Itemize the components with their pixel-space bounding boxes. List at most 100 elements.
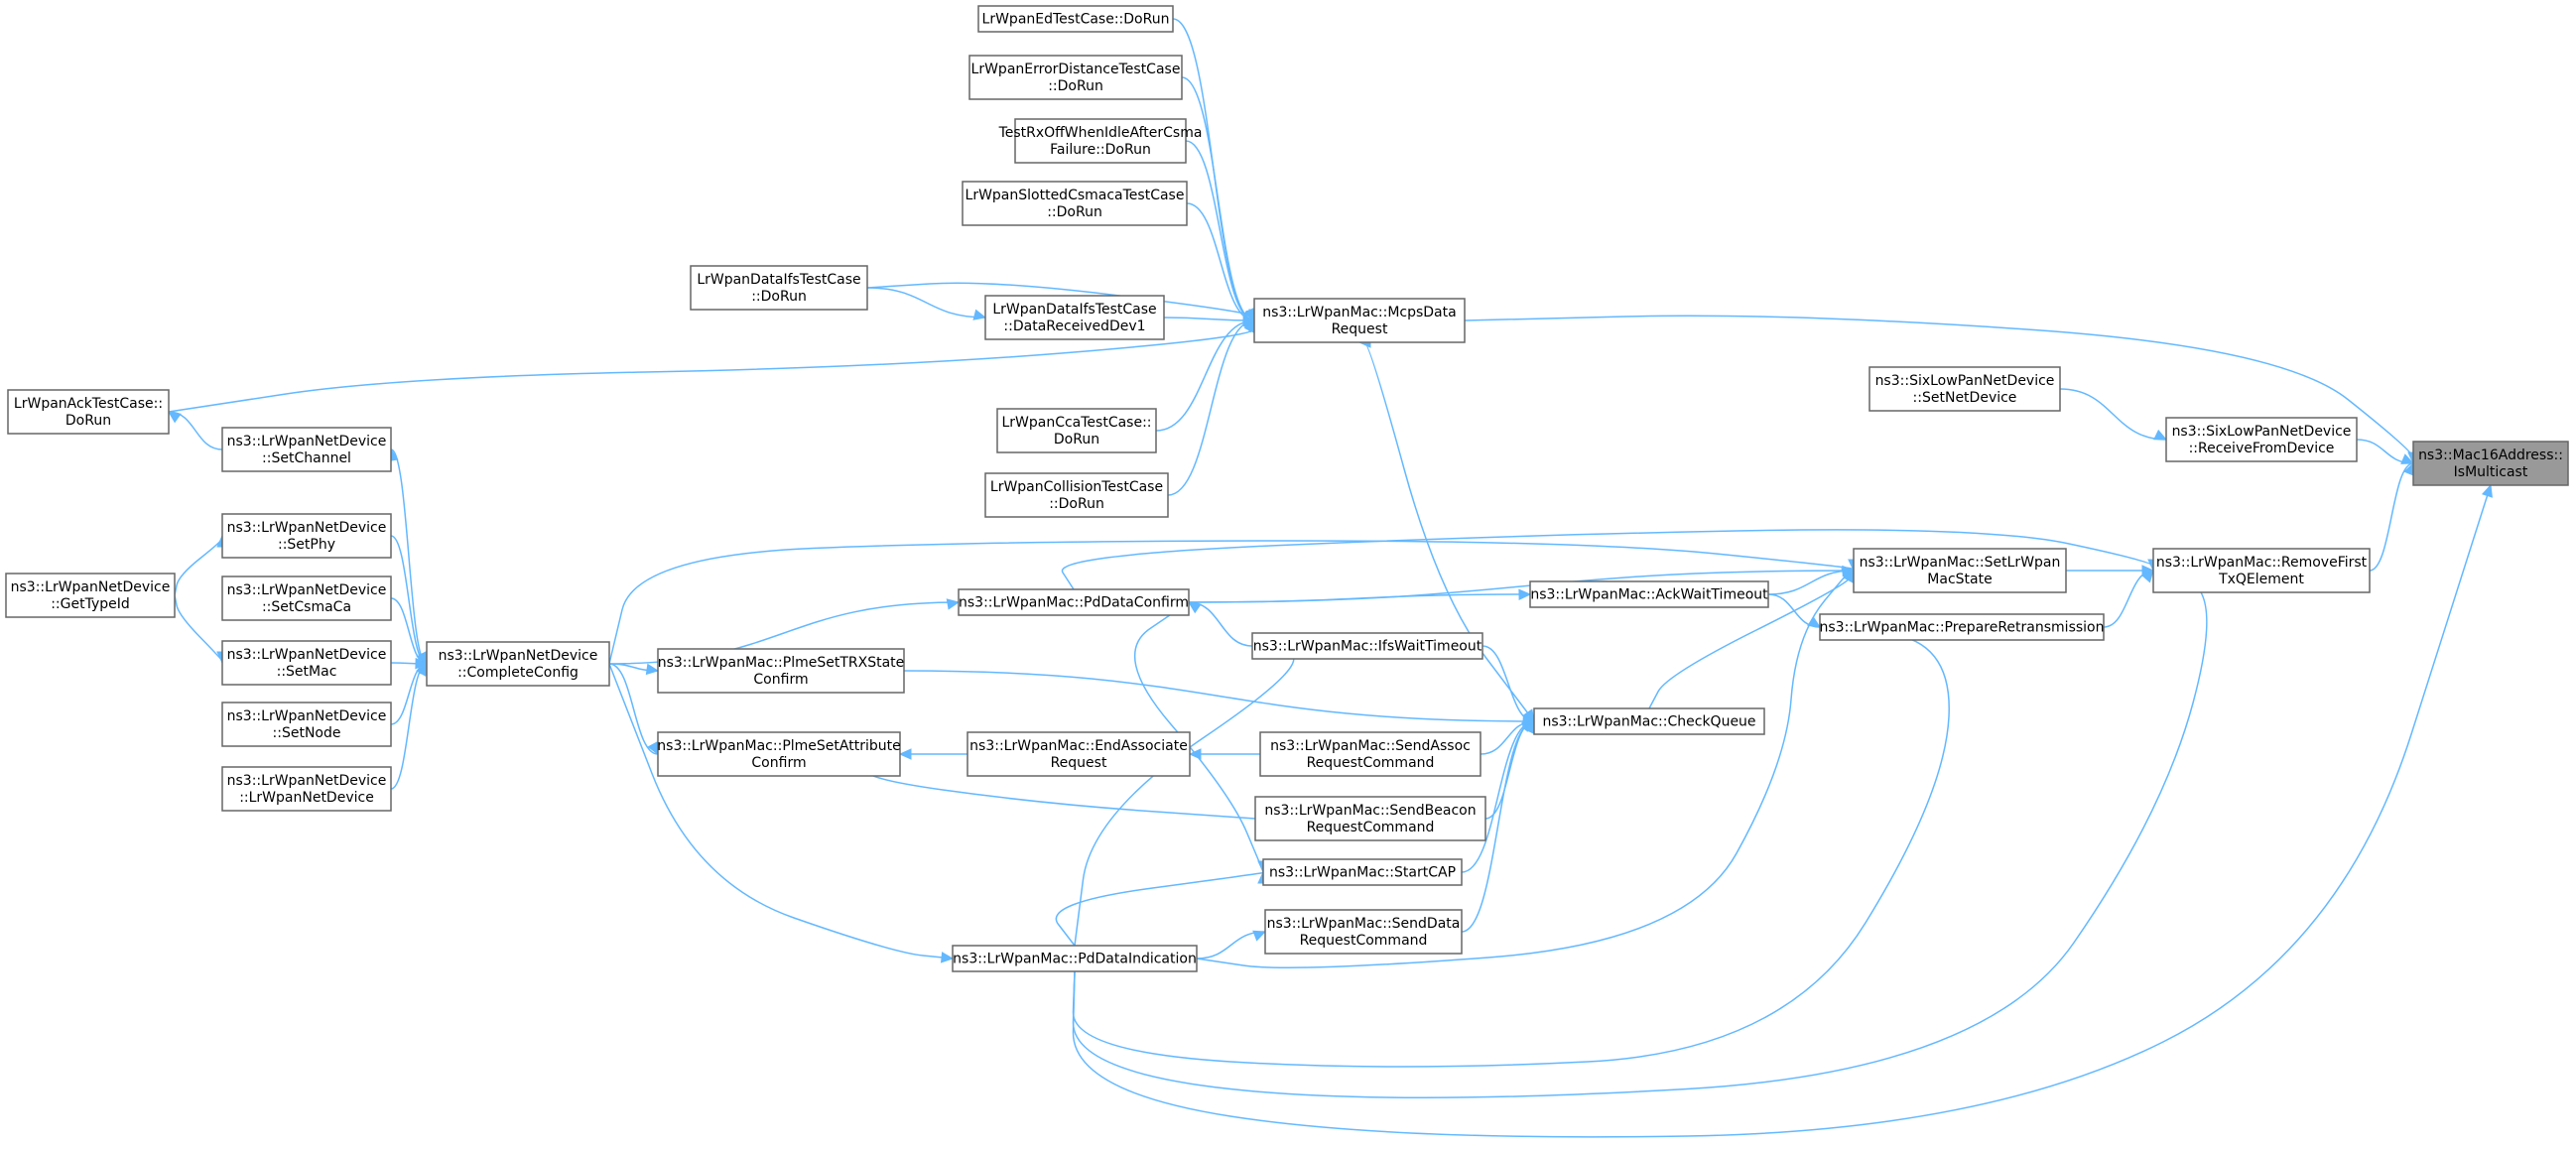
node-box[interactable] [5, 573, 176, 618]
node-label-line: ns3::LrWpanMac::SendData [1267, 916, 1461, 932]
node-ifswaittimeout[interactable]: ns3::LrWpanMac::IfsWaitTimeout [1251, 632, 1483, 660]
node-checkqueue[interactable]: ns3::LrWpanMac::CheckQueue [1533, 707, 1765, 735]
node-label-line: Request [1332, 321, 1388, 337]
node-box[interactable] [221, 640, 392, 686]
node-label-line: ::SetNetDevice [1913, 390, 2017, 406]
node-box[interactable] [426, 641, 610, 687]
node-box[interactable] [2165, 417, 2358, 462]
node-startcap[interactable]: ns3::LrWpanMac::StartCAP [1262, 858, 1463, 886]
node-box[interactable] [996, 408, 1157, 453]
node-receivefromdevice[interactable]: ns3::SixLowPanNetDevice::ReceiveFromDevi… [2165, 417, 2358, 462]
node-setnetdevice[interactable]: ns3::SixLowPanNetDevice::SetNetDevice [1868, 366, 2061, 412]
node-ccatest[interactable]: LrWpanCcaTestCase::DoRun [996, 408, 1157, 453]
node-box[interactable] [952, 945, 1198, 972]
node-datarecv[interactable]: LrWpanDataIfsTestCase::DataReceivedDev1 [984, 295, 1165, 340]
node-box[interactable] [1014, 118, 1187, 164]
node-label-line: ns3::LrWpanMac::PlmeSetTRXState [658, 655, 905, 671]
node-label-line: ::GetTypeId [51, 596, 130, 612]
node-label-line: LrWpanCollisionTestCase [990, 479, 1163, 495]
node-box[interactable] [1253, 298, 1466, 343]
node-pddataindication[interactable]: ns3::LrWpanMac::PdDataIndication [952, 945, 1198, 972]
edge-pddataindication-to-ismulticast [1072, 484, 2492, 1138]
arrowhead-setnetdevice-to-receivefromdevice [2153, 429, 2168, 441]
node-ackwaittimeout[interactable]: ns3::LrWpanMac::AckWaitTimeout [1529, 580, 1769, 608]
node-label-line: LrWpanDataIfsTestCase [992, 302, 1156, 318]
node-gettypeid[interactable]: ns3::LrWpanNetDevice::GetTypeId [5, 573, 176, 618]
node-box[interactable] [1529, 580, 1769, 608]
node-collision[interactable]: LrWpanCollisionTestCase::DoRun [984, 472, 1169, 518]
arrowhead-receivefromdevice-to-ismulticast [2400, 453, 2415, 464]
node-prepareretx[interactable]: ns3::LrWpanMac::PrepareRetransmission [1819, 613, 2105, 641]
node-box[interactable] [958, 588, 1190, 616]
node-box[interactable] [221, 576, 392, 621]
node-box[interactable] [984, 472, 1169, 518]
node-box[interactable] [2152, 548, 2371, 593]
node-setphy[interactable]: ns3::LrWpanNetDevice::SetPhy [221, 513, 392, 559]
node-label-line: ns3::Mac16Address:: [2418, 448, 2563, 463]
node-box[interactable] [1259, 731, 1481, 777]
node-box[interactable] [984, 295, 1165, 340]
node-box[interactable] [1853, 548, 2067, 593]
edge-ifswaittimeout-to-pddataconfirm [1188, 601, 1253, 647]
node-setmac[interactable]: ns3::LrWpanNetDevice::SetMac [221, 640, 392, 686]
node-box[interactable] [1533, 707, 1765, 735]
edge-pddataconfirm-to-ackwaittimeout [1188, 593, 1531, 603]
node-box[interactable] [968, 55, 1183, 100]
node-box[interactable] [221, 766, 392, 812]
node-completeconfig[interactable]: ns3::LrWpanNetDevice::CompleteConfig [426, 641, 610, 687]
arrowhead-pddataindication-to-senddatareq [1252, 930, 1267, 942]
node-box[interactable] [966, 731, 1191, 777]
node-box[interactable] [1251, 632, 1483, 660]
node-errdist[interactable]: LrWpanErrorDistanceTestCase::DoRun [968, 55, 1183, 100]
node-lrwpannetdevice[interactable]: ns3::LrWpanNetDevice::LrWpanNetDevice [221, 766, 392, 812]
node-pddataconfirm[interactable]: ns3::LrWpanMac::PdDataConfirm [958, 588, 1190, 616]
node-edtest[interactable]: LrWpanEdTestCase::DoRun [977, 5, 1174, 33]
node-label-line: ns3::LrWpanNetDevice [227, 647, 387, 663]
node-box[interactable] [962, 181, 1188, 226]
node-ismulticast[interactable]: ns3::Mac16Address::IsMulticast [2412, 441, 2569, 486]
node-box[interactable] [221, 427, 392, 472]
edge-dataifsrun-to-datarecv [866, 287, 986, 319]
edges-layer [168, 18, 2493, 1138]
arrowhead-pddataconfirm-to-ackwaittimeout [1518, 588, 1532, 601]
node-setchannel[interactable]: ns3::LrWpanNetDevice::SetChannel [221, 427, 392, 472]
node-box[interactable] [657, 648, 905, 694]
node-acktest[interactable]: LrWpanAckTestCase::DoRun [7, 389, 170, 435]
edge-ackwaittimeout-to-setlrwpanstate [1767, 570, 1855, 595]
edge-pddataindication-to-startcap [1055, 871, 1264, 947]
node-label-line: DoRun [1054, 432, 1099, 448]
node-box[interactable] [1262, 858, 1463, 886]
node-box[interactable] [7, 389, 170, 435]
edge-completeconfig-to-setlrwpanstate [608, 540, 1855, 665]
node-label-line: ns3::LrWpanMac::EndAssociate [969, 738, 1188, 754]
node-box[interactable] [1264, 909, 1463, 955]
node-box[interactable] [657, 731, 901, 777]
edge-pddataindication-to-setlrwpanstate [1196, 567, 1855, 968]
node-setnode[interactable]: ns3::LrWpanNetDevice::SetNode [221, 702, 392, 747]
node-setcsmaca[interactable]: ns3::LrWpanNetDevice::SetCsmaCa [221, 576, 392, 621]
node-label-line: ns3::LrWpanNetDevice [227, 708, 387, 724]
node-box[interactable] [690, 265, 868, 311]
edge-datarecv-to-mcpsdatarequest [1163, 317, 1255, 321]
node-box[interactable] [1868, 366, 2061, 412]
node-box[interactable] [977, 5, 1174, 33]
node-box[interactable] [2412, 441, 2569, 486]
node-box[interactable] [221, 702, 392, 747]
node-dataifsrun[interactable]: LrWpanDataIfsTestCase::DoRun [690, 265, 868, 311]
node-box[interactable] [1254, 796, 1486, 841]
node-box[interactable] [1819, 613, 2105, 641]
node-label-line: ::SetPhy [278, 537, 335, 553]
node-label-line: Confirm [751, 755, 806, 771]
node-box[interactable] [221, 513, 392, 559]
node-slotted[interactable]: LrWpanSlottedCsmacaTestCase::DoRun [962, 181, 1188, 226]
